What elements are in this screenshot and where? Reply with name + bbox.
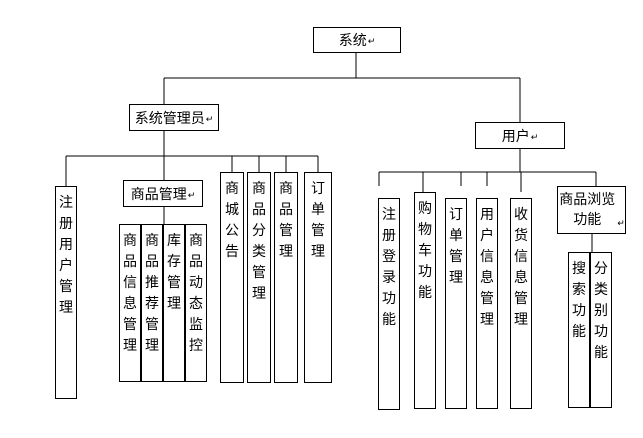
paragraph-mark: ↵: [617, 219, 625, 229]
browse-node: 商品浏览功能↵: [557, 186, 626, 234]
register-login-label: 注册登录功能: [382, 207, 396, 328]
announcement-node: 商城公告: [220, 172, 244, 383]
category-management-node: 商品分类管理: [247, 172, 271, 383]
root-node: 系统↵: [313, 27, 401, 53]
root-label: 系统: [338, 33, 367, 49]
classification-label: 分类别功能: [594, 261, 608, 361]
product-monitor-node: 商品动态监控: [185, 224, 207, 382]
registration-label: 注册用户管理: [59, 195, 73, 316]
product-recommend-node: 商品推荐管理: [141, 224, 163, 382]
shipping-info-node: 收货信息管理: [510, 198, 532, 409]
paragraph-mark: ↵: [530, 132, 539, 143]
announcement-label: 商城公告: [225, 181, 239, 260]
classification-node: 分类别功能: [590, 252, 612, 408]
order-management-admin-label: 订单管理: [311, 181, 325, 260]
order-management-user-node: 订单管理: [445, 198, 467, 409]
cart-node: 购物车功能: [414, 192, 436, 409]
user-info-label: 用户信息管理: [480, 207, 494, 328]
product-info-node: 商品信息管理: [119, 224, 141, 382]
product-management-label: 商品管理: [130, 186, 187, 203]
paragraph-mark: ↵: [367, 37, 376, 47]
cart-label: 购物车功能: [418, 201, 432, 301]
goods-management-node: 商品管理: [274, 172, 298, 383]
search-label: 搜索功能: [572, 261, 586, 340]
inventory-node: 库存管理: [163, 224, 185, 382]
shipping-info-label: 收货信息管理: [514, 207, 528, 328]
admin-node: 系统管理员↵: [129, 104, 219, 131]
user-info-node: 用户信息管理: [476, 198, 498, 409]
paragraph-mark: ↵: [187, 190, 196, 201]
product-monitor-label: 商品动态监控: [189, 233, 203, 354]
goods-management-label: 商品管理: [279, 181, 293, 260]
user-label: 用户: [501, 128, 530, 145]
order-management-admin-node: 订单管理: [304, 172, 332, 383]
register-login-node: 注册登录功能: [378, 198, 400, 410]
search-node: 搜索功能: [568, 252, 590, 408]
admin-label: 系统管理员: [134, 110, 205, 127]
inventory-label: 库存管理: [167, 233, 181, 312]
product-management-node: 商品管理↵: [123, 180, 203, 207]
paragraph-mark: ↵: [205, 114, 214, 125]
product-recommend-label: 商品推荐管理: [145, 233, 159, 354]
order-management-user-label: 订单管理: [449, 207, 463, 286]
registration-node: 注册用户管理: [55, 186, 77, 399]
category-management-label: 商品分类管理: [252, 181, 266, 302]
product-info-label: 商品信息管理: [123, 233, 137, 354]
user-node: 用户↵: [475, 122, 565, 149]
browse-label: 商品浏览功能: [559, 192, 616, 228]
